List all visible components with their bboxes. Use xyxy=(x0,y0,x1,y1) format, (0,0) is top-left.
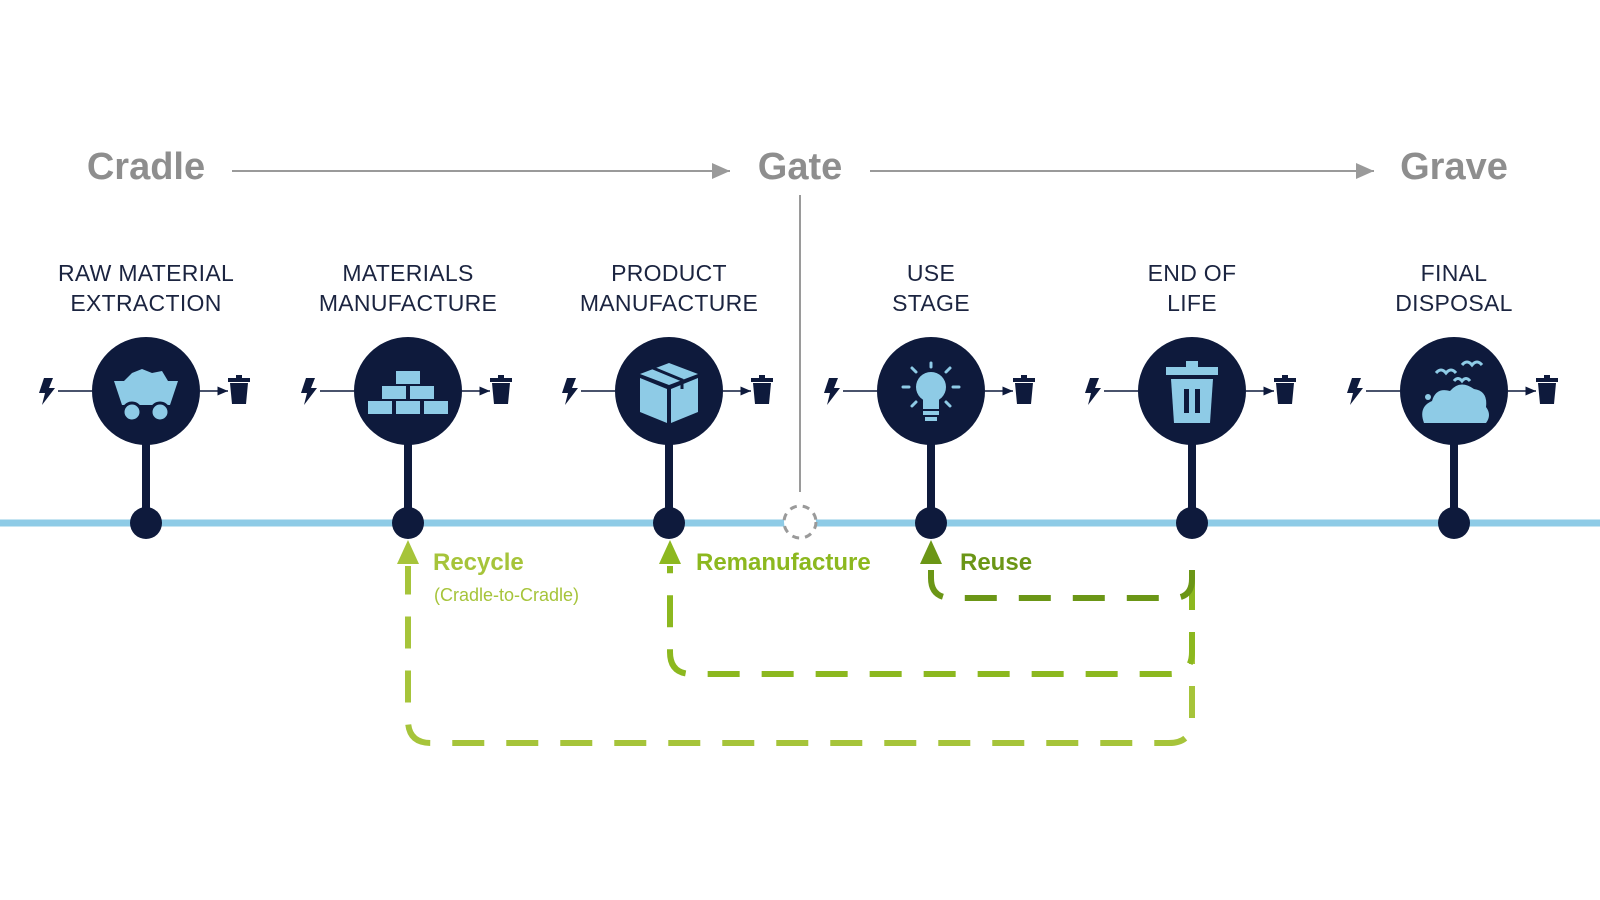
trash-bin-icon xyxy=(1166,361,1218,423)
energy-input-icon xyxy=(562,378,578,405)
stage-stem xyxy=(1188,440,1196,522)
recycle-sublabel: (Cradle-to-Cradle) xyxy=(434,585,580,605)
stage-stem xyxy=(927,440,935,522)
stage-node xyxy=(1085,337,1296,539)
waste-bin-icon xyxy=(1013,375,1035,404)
stage-node xyxy=(1347,337,1558,539)
stage-node xyxy=(39,337,250,539)
stage-stem xyxy=(665,440,673,522)
reuse-label: Reuse xyxy=(960,549,1033,576)
recycle-arrowhead xyxy=(397,540,419,564)
recycle-loop-path xyxy=(405,566,1195,746)
stage-stem xyxy=(1450,440,1458,522)
energy-input-icon xyxy=(824,378,840,405)
bricks-icon xyxy=(368,371,448,414)
stage-node xyxy=(562,337,773,539)
box-icon xyxy=(640,363,698,423)
stage-stem xyxy=(142,440,150,522)
remanufacture-label: Remanufacture xyxy=(696,549,871,576)
stage-node xyxy=(301,337,512,539)
energy-input-icon xyxy=(39,378,55,405)
waste-bin-icon xyxy=(490,375,512,404)
mine-cart-icon xyxy=(114,369,178,423)
timeline-dot xyxy=(653,507,685,539)
reuse-loop-path xyxy=(928,566,1195,601)
remanufacture-arrowhead xyxy=(659,540,681,564)
stage-circle xyxy=(615,337,723,445)
energy-input-icon xyxy=(1085,378,1101,405)
waste-bin-icon xyxy=(228,375,250,404)
energy-input-icon xyxy=(301,378,317,405)
gate-marker xyxy=(782,504,818,540)
phase-grave-label: Grave xyxy=(1400,146,1508,188)
stage-node xyxy=(824,337,1035,539)
remanufacture-loop-path xyxy=(667,566,1195,677)
timeline-dot xyxy=(1176,507,1208,539)
timeline-dot xyxy=(915,507,947,539)
waste-bin-icon xyxy=(1274,375,1296,404)
phase-cradle-label: Cradle xyxy=(86,146,206,188)
timeline-dot xyxy=(1438,507,1470,539)
waste-bin-icon xyxy=(751,375,773,404)
energy-input-icon xyxy=(1347,378,1363,405)
phase-gate-label: Gate xyxy=(757,146,843,188)
timeline-dot xyxy=(392,507,424,539)
recycle-label: Recycle xyxy=(433,549,524,576)
reuse-arrowhead xyxy=(920,540,942,564)
timeline-dot xyxy=(130,507,162,539)
stage-stem xyxy=(404,440,412,522)
stage-circle xyxy=(354,337,462,445)
lightbulb-icon xyxy=(901,361,961,421)
waste-bin-icon xyxy=(1536,375,1558,404)
cloud-birds-icon xyxy=(1422,360,1489,423)
